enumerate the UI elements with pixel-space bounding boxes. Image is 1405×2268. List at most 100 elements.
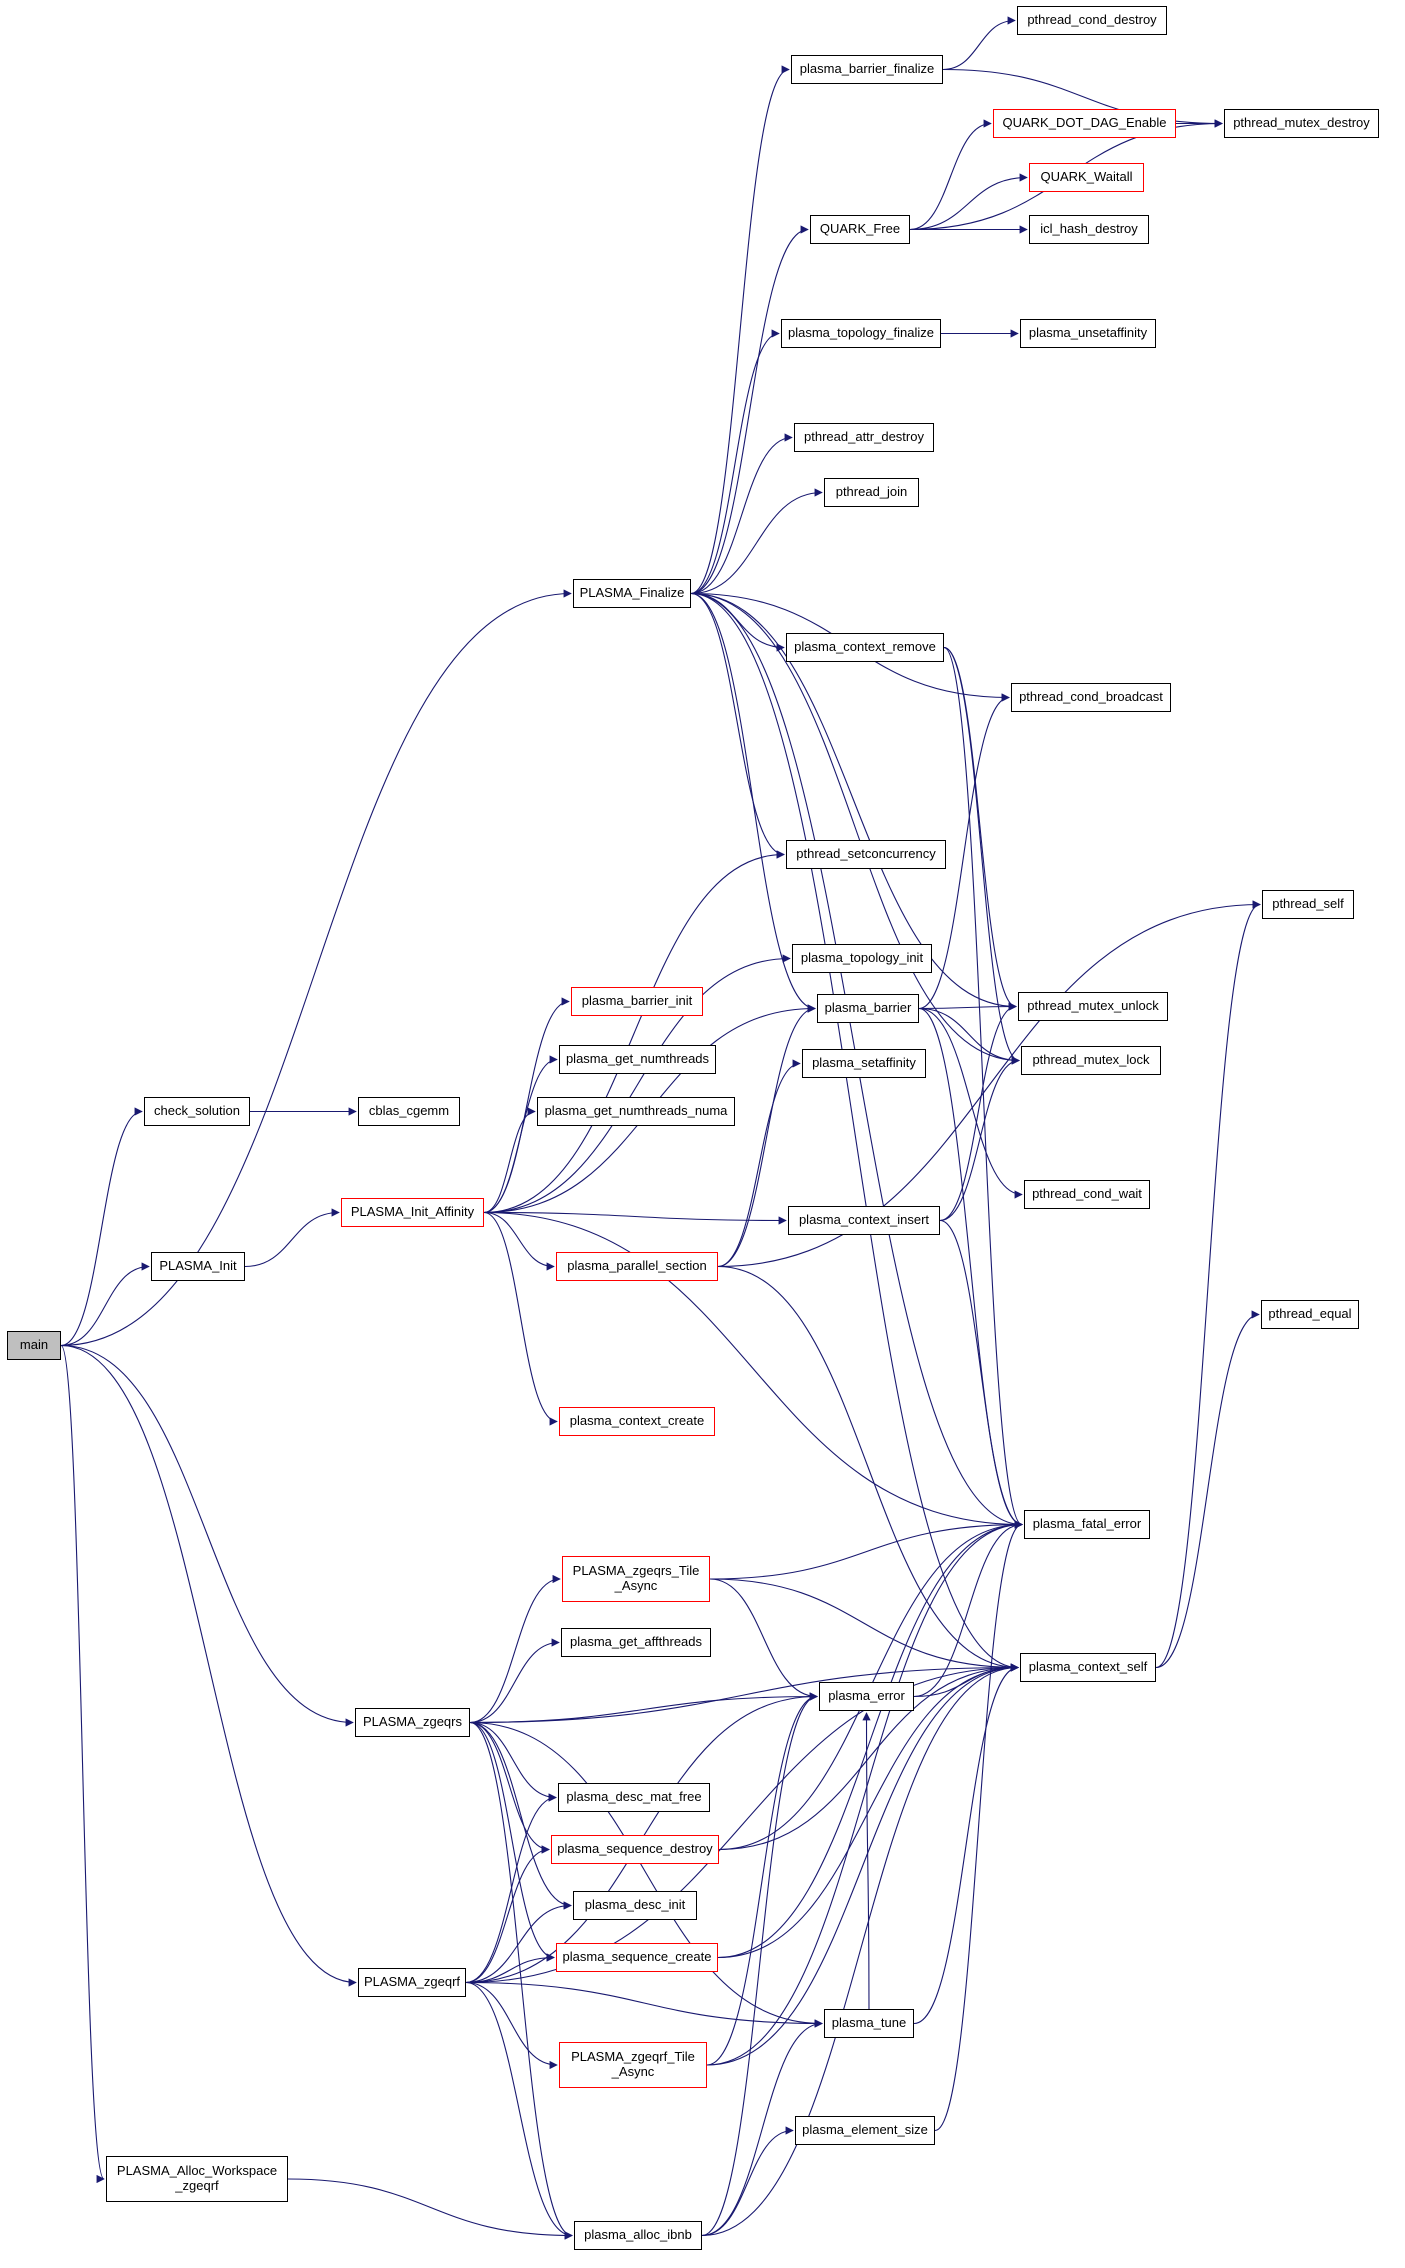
graph-node-label: plasma_barrier [824, 1000, 912, 1016]
graph-node-label: pthread_attr_destroy [804, 429, 924, 445]
graph-node-label: plasma_parallel_section [567, 1258, 707, 1274]
edge-plasma_alloc_ibnb-plasma_error [701, 1692, 818, 2237]
graph-node-check_solution[interactable]: check_solution [144, 1097, 250, 1126]
edge-PLASMA_Init_Affinity-plasma_get_numthreads [483, 1055, 558, 1214]
edge-main-PLASMA_Finalize [60, 589, 572, 1347]
edge-PLASMA_zgeqrs_Tile_Async-plasma_error [709, 1578, 818, 1701]
graph-node-label: plasma_fatal_error [1032, 1516, 1142, 1532]
graph-node-QUARK_DOT_DAG_Enable[interactable]: QUARK_DOT_DAG_Enable [993, 109, 1176, 138]
graph-node-label: pthread_cond_wait [1032, 1186, 1142, 1202]
edge-PLASMA_Init_Affinity-pthread_setconcurrency [483, 850, 785, 1214]
graph-node-plasma_parallel_section[interactable]: plasma_parallel_section [556, 1252, 718, 1281]
graph-node-main[interactable]: main [7, 1331, 61, 1360]
graph-node-label: plasma_topology_init [800, 950, 924, 966]
edge-PLASMA_zgeqrs-plasma_context_self [469, 1663, 1019, 1724]
graph-node-plasma_context_remove[interactable]: plasma_context_remove [786, 633, 944, 662]
graph-node-pthread_mutex_unlock[interactable]: pthread_mutex_unlock [1018, 992, 1168, 1021]
graph-node-plasma_barrier_finalize[interactable]: plasma_barrier_finalize [791, 55, 943, 84]
graph-node-plasma_desc_init[interactable]: plasma_desc_init [573, 1891, 697, 1920]
graph-node-pthread_cond_destroy[interactable]: pthread_cond_destroy [1017, 6, 1167, 35]
graph-node-plasma_topology_init[interactable]: plasma_topology_init [792, 944, 932, 973]
graph-node-plasma_fatal_error[interactable]: plasma_fatal_error [1024, 1510, 1150, 1539]
graph-node-plasma_error[interactable]: plasma_error [819, 1682, 914, 1711]
graph-node-PLASMA_Finalize[interactable]: PLASMA_Finalize [573, 579, 691, 608]
graph-node-label: plasma_context_insert [798, 1212, 930, 1228]
graph-node-cblas_cgemm[interactable]: cblas_cgemm [358, 1097, 460, 1126]
edge-plasma_context_insert-pthread_mutex_unlock [939, 1002, 1017, 1222]
graph-node-PLASMA_Init_Affinity[interactable]: PLASMA_Init_Affinity [341, 1198, 484, 1227]
graph-node-plasma_alloc_ibnb[interactable]: plasma_alloc_ibnb [574, 2221, 702, 2250]
edge-QUARK_Free-QUARK_Waitall [909, 173, 1028, 231]
graph-node-plasma_unsetaffinity[interactable]: plasma_unsetaffinity [1020, 319, 1156, 348]
edge-plasma_barrier-pthread_mutex_lock [918, 1007, 1020, 1065]
graph-node-QUARK_Free[interactable]: QUARK_Free [810, 215, 910, 244]
graph-node-pthread_attr_destroy[interactable]: pthread_attr_destroy [794, 423, 934, 452]
graph-node-label: pthread_mutex_lock [1032, 1052, 1150, 1068]
graph-node-plasma_topology_finalize[interactable]: plasma_topology_finalize [781, 319, 941, 348]
graph-node-plasma_setaffinity[interactable]: plasma_setaffinity [802, 1049, 926, 1078]
graph-node-plasma_element_size[interactable]: plasma_element_size [795, 2116, 935, 2145]
graph-node-label: plasma_context_create [569, 1413, 705, 1429]
graph-node-pthread_equal[interactable]: pthread_equal [1261, 1300, 1359, 1329]
edge-PLASMA_zgeqrs-plasma_sequence_destroy [469, 1721, 550, 1854]
graph-node-PLASMA_zgeqrs_Tile_Async[interactable]: PLASMA_zgeqrs_Tile _Async [562, 1556, 710, 1602]
edge-PLASMA_Finalize-plasma_topology_finalize [690, 329, 780, 595]
edge-plasma_parallel_section-plasma_context_self [717, 1265, 1019, 1672]
graph-node-label: pthread_join [835, 484, 908, 500]
graph-node-label: plasma_error [828, 1688, 905, 1704]
graph-node-pthread_self[interactable]: pthread_self [1262, 890, 1354, 919]
edge-PLASMA_zgeqrs-plasma_alloc_ibnb [469, 1721, 573, 2240]
graph-node-plasma_barrier_init[interactable]: plasma_barrier_init [571, 987, 703, 1016]
graph-node-label: pthread_equal [1268, 1306, 1352, 1322]
edge-plasma_barrier_finalize-pthread_cond_destroy [942, 16, 1016, 71]
edge-plasma_error-plasma_context_self [913, 1663, 1019, 1698]
graph-node-plasma_sequence_create[interactable]: plasma_sequence_create [556, 1943, 718, 1972]
edge-PLASMA_zgeqrf-plasma_sequence_create [465, 1953, 555, 1984]
edge-main-PLASMA_zgeqrs [60, 1344, 354, 1727]
edge-plasma_sequence_create-plasma_fatal_error [717, 1520, 1023, 1959]
edge-plasma_error-plasma_fatal_error [913, 1520, 1023, 1698]
graph-node-plasma_barrier[interactable]: plasma_barrier [817, 994, 919, 1023]
edge-PLASMA_zgeqrf-plasma_desc_mat_free [465, 1793, 557, 1984]
graph-node-pthread_setconcurrency[interactable]: pthread_setconcurrency [786, 840, 946, 869]
graph-node-plasma_context_insert[interactable]: plasma_context_insert [788, 1206, 940, 1235]
graph-node-pthread_join[interactable]: pthread_join [824, 478, 919, 507]
graph-node-PLASMA_Init[interactable]: PLASMA_Init [151, 1252, 245, 1281]
graph-node-PLASMA_zgeqrf[interactable]: PLASMA_zgeqrf [358, 1968, 466, 1997]
graph-node-label: PLASMA_zgeqrs_Tile _Async [572, 1563, 700, 1593]
graph-node-plasma_sequence_destroy[interactable]: plasma_sequence_destroy [551, 1835, 719, 1864]
graph-node-plasma_get_numthreads[interactable]: plasma_get_numthreads [559, 1045, 716, 1074]
graph-node-plasma_desc_mat_free[interactable]: plasma_desc_mat_free [558, 1783, 710, 1812]
graph-node-PLASMA_zgeqrf_Tile_Async[interactable]: PLASMA_zgeqrf_Tile _Async [559, 2042, 707, 2088]
graph-node-QUARK_Waitall[interactable]: QUARK_Waitall [1029, 163, 1144, 192]
graph-node-pthread_cond_wait[interactable]: pthread_cond_wait [1024, 1180, 1150, 1209]
graph-node-pthread_mutex_lock[interactable]: pthread_mutex_lock [1021, 1046, 1161, 1075]
edge-plasma_context_remove-pthread_mutex_unlock [943, 646, 1017, 1011]
edge-plasma_tune-plasma_error [862, 1712, 871, 2010]
edge-plasma_context_self-pthread_equal [1155, 1310, 1260, 1669]
graph-node-plasma_context_self[interactable]: plasma_context_self [1020, 1653, 1156, 1682]
graph-node-label: plasma_get_numthreads [565, 1051, 710, 1067]
edge-PLASMA_Finalize-pthread_mutex_lock [690, 592, 1020, 1065]
graph-node-label: plasma_desc_mat_free [566, 1789, 702, 1805]
graph-node-PLASMA_zgeqrs[interactable]: PLASMA_zgeqrs [355, 1708, 470, 1737]
graph-node-plasma_context_create[interactable]: plasma_context_create [559, 1407, 715, 1436]
graph-node-plasma_get_affthreads[interactable]: plasma_get_affthreads [561, 1628, 711, 1657]
graph-node-pthread_mutex_destroy[interactable]: pthread_mutex_destroy [1224, 109, 1379, 138]
graph-node-icl_hash_destroy[interactable]: icl_hash_destroy [1029, 215, 1149, 244]
edge-PLASMA_Finalize-QUARK_Free [690, 225, 809, 595]
edge-PLASMA_Finalize-plasma_context_self [690, 592, 1019, 1672]
graph-node-plasma_tune[interactable]: plasma_tune [824, 2009, 914, 2038]
graph-node-label: plasma_sequence_create [562, 1949, 712, 1965]
graph-node-label: plasma_context_remove [794, 639, 936, 655]
graph-node-label: plasma_tune [831, 2015, 907, 2031]
graph-node-label: plasma_desc_init [584, 1897, 686, 1913]
graph-node-PLASMA_Alloc_Workspace_zgeqrf[interactable]: PLASMA_Alloc_Workspace _zgeqrf [106, 2156, 288, 2202]
graph-node-pthread_cond_broadcast[interactable]: pthread_cond_broadcast [1011, 683, 1171, 712]
graph-node-label: pthread_cond_destroy [1027, 12, 1157, 28]
graph-node-label: plasma_get_affthreads [569, 1634, 703, 1650]
graph-node-plasma_get_numthreads_numa[interactable]: plasma_get_numthreads_numa [537, 1097, 735, 1126]
edge-plasma_sequence_create-plasma_context_self [717, 1663, 1019, 1959]
